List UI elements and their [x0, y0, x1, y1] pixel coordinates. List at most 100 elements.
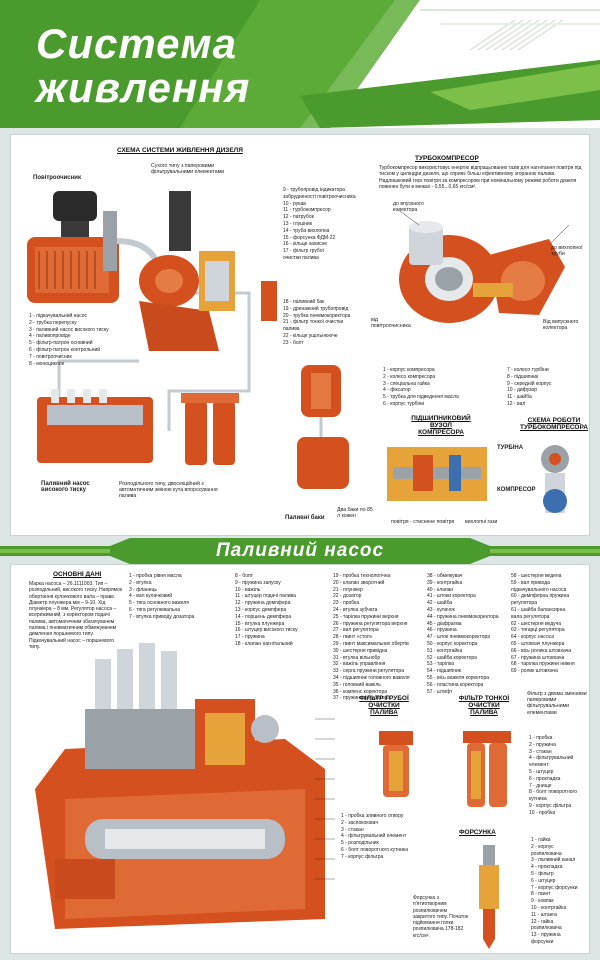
pump-part: 59 - вал привода	[511, 579, 550, 586]
pump-part: 57 - штифт	[427, 688, 453, 695]
scheme-part: 1 - підкачувальний насос	[29, 313, 88, 319]
fuel-pump-cutaway-drawing	[35, 643, 335, 929]
filter-caption: Сухого типу з паперовими фільтрувальними…	[151, 163, 225, 176]
pump-part: 27 - вал регулятора	[333, 627, 379, 634]
coarse-filter-drawing	[379, 731, 413, 797]
tanks-caption-detail: Два баки по 85 л кожен	[337, 507, 373, 520]
filter-part: 6 - болт поворотного кутника	[341, 846, 409, 853]
pump-part: 53 - тарілка	[427, 661, 454, 668]
filter-part: 6 - прокладка	[529, 775, 561, 782]
turbo-part: 2 - колесо компресора	[383, 373, 436, 380]
pump-part: 30 - шестерня привідна	[333, 647, 388, 654]
scheme-turbine-label: ТУРБІНА	[497, 445, 524, 451]
turbo-part: 11 - шайба	[507, 394, 532, 401]
fine-filter-title: ФІЛЬТР ТОНКОЇ ОЧИСТКИ ПАЛИВА	[458, 695, 510, 716]
pump-part: 24 - втулка зубчата	[333, 606, 378, 613]
pump-part: 14 - поршень демпфера	[235, 613, 292, 620]
pump-part: 55 - вісь важеля коректора	[427, 674, 490, 681]
pump-part: 45 - діафрагма	[427, 620, 462, 627]
filter-part: 3 - стакан	[341, 826, 364, 833]
injector-part: форсунки	[531, 938, 554, 945]
pump-part: 68 - тарілка пружини нижня	[511, 661, 575, 668]
scheme-part: очистки палива	[283, 254, 319, 261]
pump-part: 21 - плунжер	[333, 586, 363, 593]
pump-part: 44 - пружина пневмокоректора	[427, 613, 499, 620]
injector-caption: Форсунка з п'ятиотворним розпилювачем за…	[413, 895, 469, 939]
header-banner	[0, 0, 600, 128]
fine-filter-drawing	[463, 731, 511, 807]
pump-part: 69 - ролик штовхача	[511, 668, 558, 675]
turbo-part: 12 - вал	[507, 400, 526, 407]
turbo-label-manifold: Від випускного колектора	[543, 319, 579, 332]
pump-parts-col2: 8 - болт 9 - пружина запуску 10 - важіль…	[235, 573, 298, 648]
scheme-part: 9 - трубопровід індикатора	[283, 187, 345, 193]
pump-part: 2 - втулка	[129, 579, 152, 586]
filter-part: 9 - корпус фільтра	[529, 802, 572, 809]
injector-part: 3 - паливний канал	[531, 857, 576, 864]
section-title: Паливний насос	[215, 540, 385, 561]
turbo-part: 9 - середній корпус	[507, 380, 552, 387]
pump-parts-col5: 58 - шестерня ведена 59 - вал привода пі…	[511, 573, 575, 675]
scheme-parts-list-mid-a: 9 - трубопровід індикатора забрудненості…	[283, 187, 356, 262]
pump-part: 51 - контргайка	[427, 647, 463, 654]
injector-part: 4 - прокладка	[531, 864, 563, 871]
pump-part: 33 - серга пружини регулятора	[333, 668, 404, 675]
pump-part: 62 - шестерня ведуча	[511, 620, 562, 627]
turbo-title: ТУРБОКОМПРЕСОР	[415, 155, 479, 162]
scheme-part: 18 - паливний бак	[283, 299, 325, 305]
bearing-title: ПІДШИПНИКОВИЙ ВУЗОЛ КОМПРЕСОРА	[411, 415, 471, 436]
pump-part: 43 - кулачок	[427, 606, 455, 613]
filter-part: 4 - фільтрувальний	[529, 755, 574, 762]
turbo-label-exhaust: до вихлопної труби	[551, 245, 583, 258]
pump-part: 36 - компенс коректора	[333, 688, 388, 695]
pump-part: 40 - клапан	[427, 586, 454, 593]
filter-part: 2 - заспокоювач	[341, 819, 378, 826]
pump-part: 16 - штуцер високого тиску	[235, 627, 298, 634]
scheme-part: 14 - труба вихлопна	[283, 227, 330, 234]
injector-part: 12 - гайка	[531, 918, 554, 925]
pump-parts-col1: 1 - пробка рівня масла 2 - втулка 3 - фл…	[129, 573, 194, 621]
scheme-part: забрудненості повітроочисника	[283, 193, 356, 200]
filter-part: 8 - болт поворотного	[529, 789, 578, 796]
scheme-part: палива	[283, 326, 300, 333]
pump-part: 28 - гвинт «стоп»	[333, 634, 373, 641]
injector-part: 10 - контргайка	[531, 904, 567, 911]
scheme-part: 3 - паливний насос високого тиску	[29, 326, 109, 333]
pump-part: 41 - штоки коректора	[427, 593, 476, 600]
scheme-part: 23 - болт	[283, 339, 304, 346]
pump-part: 56 - пластина коректора	[427, 681, 484, 688]
header: Система живлення	[0, 0, 600, 128]
pump-part: 32 - важіль управління	[333, 661, 386, 668]
pump-part: 19 - пробка технологічна	[333, 573, 391, 579]
turbo-part: 6 - корпус турбіни	[383, 400, 425, 407]
pump-part: підкачувального насоса	[511, 586, 567, 593]
pump-part: 17 - пружина	[235, 634, 265, 641]
pump-caption-detail: Розподільного типу, двосекційний з автом…	[119, 481, 218, 500]
pump-part: 1 - пробка рівня масла	[129, 573, 182, 579]
pump-part: 31 - втулка вільнобр	[333, 654, 381, 661]
legend-gas: вихлопні гази	[465, 519, 498, 525]
pump-part: 23 - пробка	[333, 600, 360, 607]
pump-part: 13 - корпус демпфера	[235, 606, 287, 613]
fuel-system-diagram	[27, 191, 277, 465]
scheme-part: 15 - форсунка ФДМ-22	[283, 234, 336, 241]
pump-part: 11 - штуцер подачі палива	[235, 593, 296, 600]
injector-part: 7 - корпус форсунки	[531, 884, 578, 891]
scheme-part: 19 - дренажний трубопровід	[283, 305, 349, 312]
turbo-part: 5 - трубка для підведення масла	[383, 394, 459, 401]
scheme-part: 4 - паливопровідн	[29, 333, 71, 340]
section-band	[0, 538, 600, 564]
turbo-part: 1 - корпус компресора	[383, 367, 435, 373]
pump-part: 25 - тарілка пружини верхня	[333, 613, 399, 620]
scheme-part: 11 - турбокомпресор	[283, 207, 331, 214]
page-title-line2: живлення	[36, 64, 251, 111]
injector-part: 8 - гвинт	[531, 891, 551, 898]
pump-part: 4 - вал кулачковий	[129, 593, 173, 600]
scheme-parts-list-mid-b: 18 - паливний бак 19 - дренажний трубопр…	[283, 299, 350, 347]
tanks-caption: Паливні баки	[285, 515, 325, 521]
injector-part: 9 - ковпак	[531, 898, 554, 905]
filter-part: 2 - пружина	[529, 741, 556, 748]
pump-part: 65 - штовхач плунжера	[511, 640, 565, 647]
page-title-line1: Система	[36, 20, 237, 67]
pump-part: вала регулятора	[511, 613, 550, 620]
